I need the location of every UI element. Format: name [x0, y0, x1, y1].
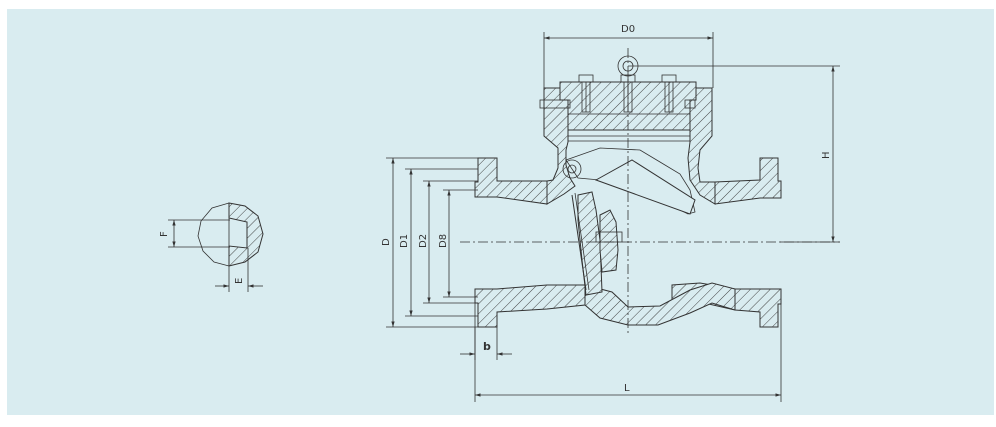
disc-nut: [599, 209, 619, 273]
bonnet-bolt-left: [578, 74, 594, 113]
nut-hatched-section: [228, 202, 264, 267]
dimension-label-b: b: [483, 340, 491, 353]
valve-section-view: [460, 48, 840, 335]
left-flange-bottom: [474, 284, 586, 328]
dimension-label-d2: D2: [418, 234, 429, 248]
hinge-pin: [562, 159, 582, 179]
dimension-label-e: E: [234, 278, 245, 284]
drawing-background: [7, 9, 994, 415]
left-flange: [474, 157, 548, 205]
upper-body-shell-right: [687, 87, 716, 205]
nut-outline: [197, 202, 230, 267]
disc-holder: [594, 159, 696, 215]
dimension-label-d0: D0: [621, 24, 635, 35]
lower-body-wall: [584, 282, 736, 326]
dimension-lines: D0 H D D1 D2 D8 b L: [381, 24, 840, 402]
dimension-label-h: H: [821, 151, 832, 159]
right-flange: [699, 157, 782, 205]
side-bolt-right: [684, 99, 696, 109]
dimension-label-d: D: [381, 238, 392, 246]
dimension-label-f: F: [159, 231, 170, 237]
swing-disc: [577, 191, 603, 296]
dimension-label-l: L: [624, 383, 630, 394]
dimension-label-d8: D8: [438, 234, 449, 248]
dimension-label-d1: D1: [399, 234, 410, 248]
bonnet-bolt-right: [661, 74, 677, 113]
nut-detail-view: F E: [159, 202, 264, 292]
upper-body-shell: [543, 87, 576, 205]
side-bolt-left: [539, 99, 571, 109]
